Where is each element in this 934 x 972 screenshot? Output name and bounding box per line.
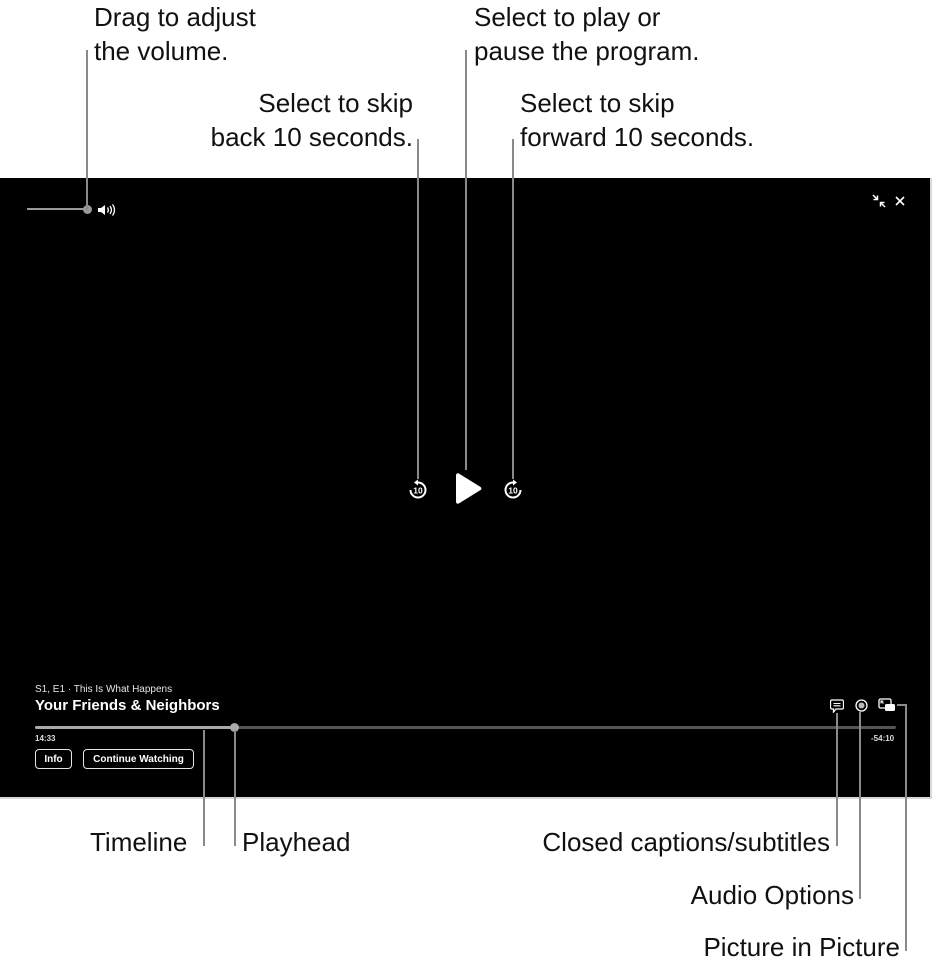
skip-back-button[interactable]: 10 — [407, 479, 429, 501]
show-title: Your Friends & Neighbors — [35, 697, 220, 714]
play-icon — [456, 473, 482, 504]
continue-watching-button[interactable]: Continue Watching — [83, 749, 194, 769]
leader-line-pip-h — [897, 704, 906, 706]
leader-line-playhead — [234, 730, 236, 846]
volume-slider-track[interactable] — [27, 208, 87, 210]
callout-play-pause: Select to play or pause the program. — [474, 2, 700, 66]
skip-forward-button[interactable]: 10 — [502, 479, 524, 501]
info-button[interactable]: Info — [35, 749, 72, 769]
remaining-time: -54:10 — [871, 734, 895, 743]
timeline-progress — [35, 726, 235, 729]
timeline[interactable] — [35, 726, 896, 729]
callout-pip: Picture in Picture — [703, 932, 900, 962]
leader-line-skip-forward — [512, 139, 514, 479]
episode-label: S1, E1 · This Is What Happens — [35, 684, 173, 695]
speaker-wave-icon[interactable] — [97, 203, 117, 217]
leader-line-skip-back — [417, 139, 419, 479]
callout-timeline: Timeline — [90, 827, 188, 857]
callout-playhead: Playhead — [242, 827, 351, 857]
svg-text:10: 10 — [413, 486, 423, 496]
leader-line-play — [465, 50, 467, 470]
callout-skip-forward: Select to skip forward 10 seconds. — [520, 88, 755, 152]
audio-options-icon[interactable] — [855, 699, 868, 712]
svg-text:10: 10 — [508, 486, 518, 496]
callout-audio: Audio Options — [690, 880, 854, 910]
leader-line-timeline — [203, 730, 205, 846]
captions-icon[interactable] — [830, 699, 844, 713]
leader-line-volume — [86, 50, 88, 210]
callout-volume: Drag to adjust the volume. — [94, 2, 256, 66]
skip-forward-10-icon: 10 — [504, 479, 522, 499]
callout-skip-back: Select to skip back 10 seconds. — [210, 88, 413, 152]
close-icon[interactable] — [895, 196, 905, 206]
arrows-in-icon[interactable] — [872, 194, 886, 208]
play-pause-button[interactable] — [453, 472, 483, 506]
leader-line-captions — [836, 713, 838, 846]
playhead[interactable] — [230, 723, 239, 732]
skip-back-10-icon: 10 — [409, 479, 427, 499]
leader-line-audio — [859, 712, 861, 899]
elapsed-time: 14:33 — [35, 734, 56, 743]
leader-line-pip-v — [905, 704, 907, 951]
callout-captions: Closed captions/subtitles — [542, 827, 830, 857]
picture-in-picture-icon[interactable] — [878, 698, 896, 712]
